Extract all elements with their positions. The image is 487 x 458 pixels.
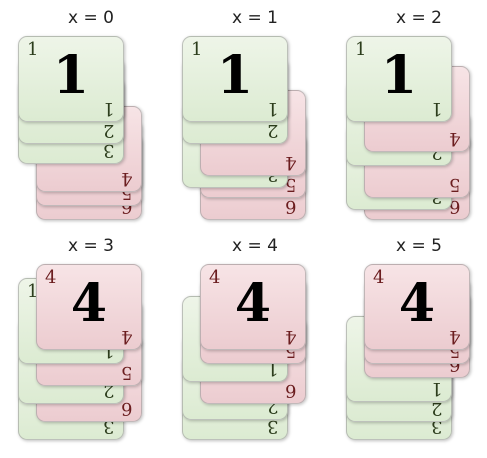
panel-x2: x = 2 6 3 5 2 4 1 1 1 <box>344 8 487 220</box>
panel-title: x = 2 <box>396 8 442 28</box>
card-4: 4 4 4 <box>36 264 142 350</box>
panel-x5: x = 5 3 2 1 6 5 4 4 4 <box>344 236 487 446</box>
panel-x4: x = 4 3 2 6 1 5 4 4 4 <box>180 236 330 446</box>
panel-title: x = 5 <box>396 236 442 256</box>
card-1: 1 1 1 <box>18 36 124 122</box>
panel-title: x = 3 <box>68 236 114 256</box>
panel-title: x = 4 <box>232 236 278 256</box>
panel-title: x = 1 <box>232 8 278 28</box>
card-4: 4 4 4 <box>364 264 470 350</box>
card-4: 4 4 4 <box>200 264 306 350</box>
panel-title: x = 0 <box>68 8 114 28</box>
card-1: 1 1 1 <box>346 36 452 122</box>
panel-x1: x = 1 6 5 3 4 2 1 1 1 <box>180 8 330 220</box>
panel-x0: x = 0 6 5 4 3 2 1 1 1 <box>16 8 166 220</box>
card-1: 1 1 1 <box>182 36 288 122</box>
panel-x3: x = 3 3 6 2 5 1 1 4 4 4 <box>16 236 166 446</box>
